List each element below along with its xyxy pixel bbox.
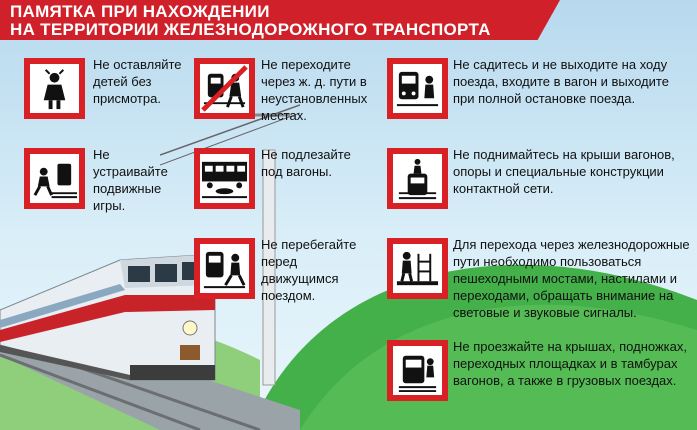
title-line-1: ПАМЯТКА ПРИ НАХОЖДЕНИИ: [10, 2, 270, 21]
child-unattended-icon: [24, 58, 85, 119]
no-climbing-roof-icon: [387, 148, 448, 209]
no-track-crossing-icon: [194, 58, 255, 119]
rule-text-6: Не поднимайтесь на крыши вагонов, опоры …: [453, 147, 675, 196]
no-games-on-tracks-icon: [24, 148, 85, 209]
electric-train: [0, 254, 216, 381]
rule-text-3: Не садитесь и не выходите на ходу поезда…: [453, 57, 669, 106]
title-line-2: НА ТЕРРИТОРИИ ЖЕЛЕЗНОДОРОЖНОГО ТРАНСПОРТ…: [10, 20, 491, 39]
pedestrian-bridge-icon: [387, 238, 448, 299]
rule-text-5: Не подлезайте под вагоны.: [261, 147, 351, 179]
title-banner: [0, 0, 560, 40]
rule-text-9: Не проезжайте на крышах, подножках, пере…: [453, 339, 687, 388]
rule-text-7: Не перебегайте перед движущимся поездом.: [261, 237, 357, 303]
boarding-stopped-train-icon: [387, 58, 448, 119]
rule-text-1: Не оставляйте детей без присмотра.: [93, 57, 182, 106]
no-running-before-train-icon: [194, 238, 255, 299]
no-riding-outside-icon: [387, 340, 448, 401]
rule-text-4: Не устраивайте подвижные игры.: [93, 147, 168, 213]
rule-text-8: Для перехода через железнодорожные пути …: [453, 237, 690, 320]
catenary-pole: [160, 104, 300, 386]
no-crawl-under-wagon-icon: [194, 148, 255, 209]
rule-text-2: Не переходите через ж. д. пути в неустан…: [261, 57, 368, 123]
